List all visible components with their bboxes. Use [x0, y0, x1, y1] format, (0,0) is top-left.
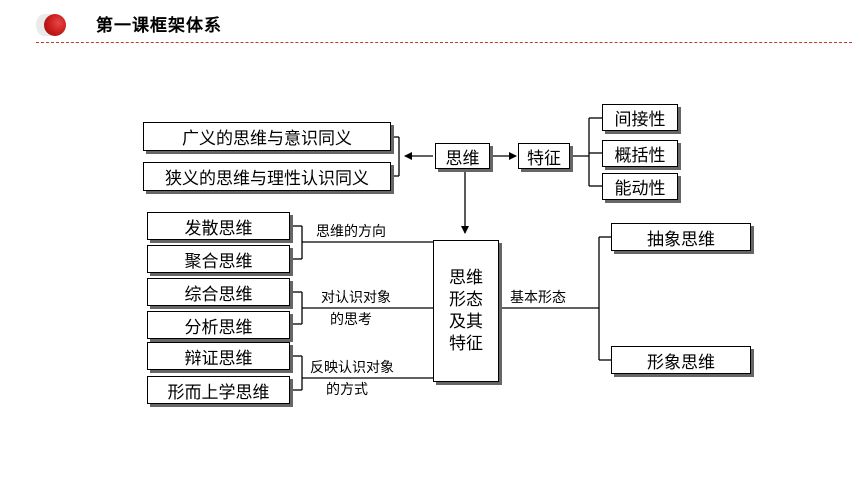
center-line: 形态 [449, 290, 483, 310]
header-bullet-icon [44, 14, 66, 36]
basic-form-box: 抽象思维 [611, 223, 751, 251]
basic-form-box: 形象思维 [611, 346, 751, 374]
reflect-label-line2: 的方式 [326, 382, 368, 398]
center-concept-box: 思维 形态 及其 特征 [433, 240, 499, 382]
object-label-line2: 的思考 [330, 312, 372, 328]
direction-label: 思维的方向 [316, 224, 386, 240]
basic-form-label: 基本形态 [510, 290, 566, 306]
center-line: 特征 [449, 334, 483, 354]
thinking-type-box: 形而上学思维 [147, 376, 290, 404]
reflect-label-line1: 反映认识对象 [310, 360, 394, 376]
header-divider [36, 42, 852, 43]
thinking-type-box: 聚合思维 [147, 245, 290, 273]
center-line: 思维 [449, 268, 483, 288]
narrow-definition-box: 狭义的思维与理性认识同义 [143, 162, 391, 191]
thinking-box: 思维 [435, 143, 490, 169]
thinking-type-box: 分析思维 [147, 311, 290, 339]
feature-item: 能动性 [602, 173, 678, 200]
broad-definition-box: 广义的思维与意识同义 [143, 122, 391, 151]
feature-box: 特征 [518, 143, 570, 169]
object-label-line1: 对认识对象 [321, 290, 391, 306]
feature-item: 间接性 [602, 104, 678, 131]
thinking-type-box: 辩证思维 [147, 342, 290, 370]
center-line: 及其 [449, 312, 483, 332]
page-title: 第一课框架体系 [96, 16, 222, 36]
thinking-type-box: 发散思维 [147, 212, 290, 240]
feature-item: 概括性 [602, 140, 678, 167]
thinking-type-box: 综合思维 [147, 278, 290, 306]
